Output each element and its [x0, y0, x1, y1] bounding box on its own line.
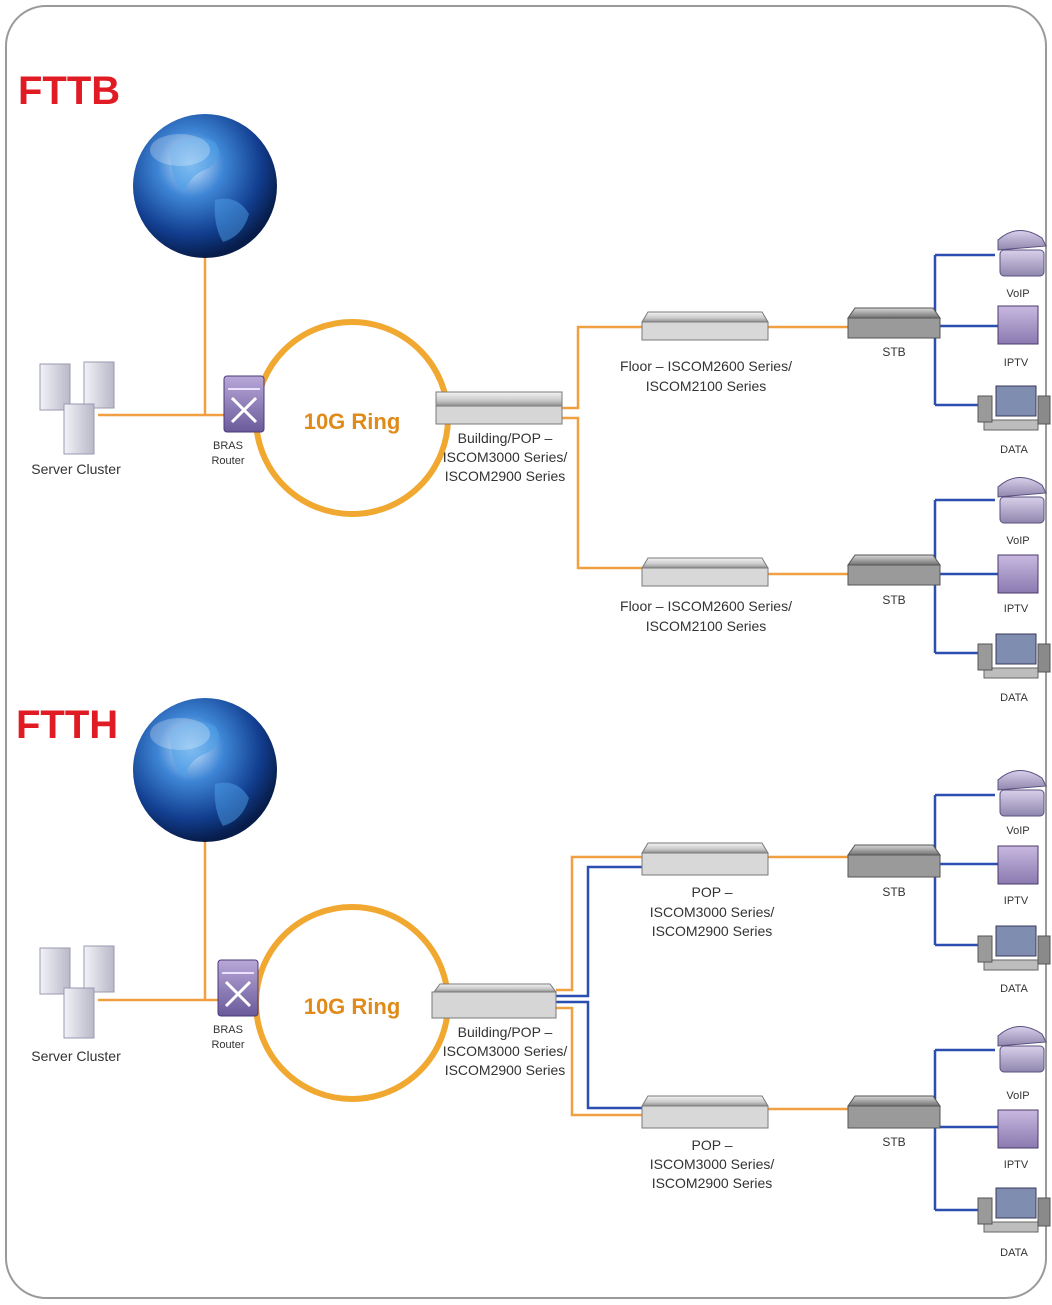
- fttb-orange-links: [98, 250, 848, 576]
- internet-globe-icon: [133, 114, 277, 258]
- ftth-bras-label: BRAS: [213, 1024, 243, 1036]
- ftth-pop-switch-top-icon: [641, 842, 769, 876]
- ftth-bottom-data-label: DATA: [1000, 1247, 1028, 1259]
- fttb-floor-top-label-2: ISCOM2100 Series: [646, 378, 767, 394]
- ftth-node-bottom-label-1: POP –: [692, 1137, 733, 1153]
- fttb-title: FTTB: [18, 69, 120, 113]
- fttb-pop-label-2: ISCOM3000 Series/: [443, 449, 568, 465]
- ftth-ring-label: 10G Ring: [304, 994, 401, 1019]
- fttb-ring-label: 10G Ring: [304, 409, 401, 434]
- ftth-bottom-voip-label: VoIP: [1006, 1090, 1029, 1102]
- ftth-top-voip-label: VoIP: [1006, 825, 1029, 837]
- ftth-node-bottom-label-2: ISCOM3000 Series/: [650, 1156, 775, 1172]
- fttb-stb-bottom-icon: [847, 554, 941, 586]
- ftth-stb-bottom-label: STB: [882, 1135, 905, 1149]
- fttb-top-iptv-label: IPTV: [1004, 357, 1029, 369]
- fttb-top-iptv-icon: [997, 305, 1039, 345]
- ftth-stb-top-label: STB: [882, 885, 905, 899]
- server-cluster-icon: [39, 945, 115, 1039]
- fttb-bottom-iptv-label: IPTV: [1004, 603, 1029, 615]
- fttb-bottom-voip-phone-icon: [997, 477, 1047, 524]
- fttb-server-label: Server Cluster: [31, 461, 121, 477]
- fttb-top-voip-label: VoIP: [1006, 288, 1029, 300]
- server-cluster-icon: [39, 361, 115, 455]
- internet-globe-icon: [133, 698, 277, 842]
- ftth-node-top-label-3: ISCOM2900 Series: [652, 923, 773, 939]
- ftth-pop-switch-bottom-icon: [641, 1095, 769, 1129]
- ftth-node-bottom-label-3: ISCOM2900 Series: [652, 1175, 773, 1191]
- ftth-top-iptv-icon: [997, 845, 1039, 885]
- fttb-bras-label: BRAS: [213, 440, 243, 452]
- ftth-top-voip-phone-icon: [997, 770, 1047, 817]
- fttb-stb-top-label: STB: [882, 345, 905, 359]
- fttb-floor-bottom-label-1: Floor – ISCOM2600 Series/: [620, 598, 792, 614]
- ftth-bottom-iptv-icon: [997, 1109, 1039, 1149]
- fttb-router-label: Router: [211, 455, 244, 467]
- fttb-bottom-voip-label: VoIP: [1006, 535, 1029, 547]
- fttb-pop-label-3: ISCOM2900 Series: [445, 468, 566, 484]
- fttb-floor-switch-bottom-icon: [641, 557, 769, 587]
- fttb-top-data-label: DATA: [1000, 444, 1028, 456]
- ftth-router-label: Router: [211, 1039, 244, 1051]
- fttb-bottom-iptv-icon: [997, 554, 1039, 594]
- ftth-bottom-voip-phone-icon: [997, 1026, 1047, 1073]
- ftth-server-label: Server Cluster: [31, 1048, 121, 1064]
- bras-router-icon: [217, 959, 259, 1017]
- ftth-title: FTTH: [16, 703, 118, 747]
- ftth-top-data-computer-icon: [977, 925, 1051, 971]
- ftth-bottom-data-computer-icon: [977, 1187, 1051, 1233]
- ftth-stb-bottom-icon: [847, 1095, 941, 1129]
- fttb-stb-bottom-label: STB: [882, 593, 905, 607]
- fttb-stb-top-icon: [847, 307, 941, 339]
- fttb-top-voip-phone-icon: [997, 230, 1047, 277]
- ftth-top-iptv-label: IPTV: [1004, 895, 1029, 907]
- ftth-building-switch-icon: [431, 983, 557, 1019]
- ftth-node-top-label-1: POP –: [692, 884, 733, 900]
- ftth-node-top-label-2: ISCOM3000 Series/: [650, 904, 775, 920]
- fttb-blue-links: [933, 253, 1000, 655]
- ftth-stb-top-icon: [847, 844, 941, 878]
- ftth-bottom-iptv-label: IPTV: [1004, 1159, 1029, 1171]
- fttb-top-data-computer-icon: [977, 385, 1051, 431]
- fttb-section: FTTB 10G Ring: [18, 69, 1051, 704]
- ftth-pop-label-1: Building/POP –: [458, 1024, 553, 1040]
- ftth-section: FTTH 10G Ring: [16, 698, 1051, 1259]
- ftth-pop-label-2: ISCOM3000 Series/: [443, 1043, 568, 1059]
- fttb-bottom-data-label: DATA: [1000, 692, 1028, 704]
- fttb-floor-bottom-label-2: ISCOM2100 Series: [646, 618, 767, 634]
- fttb-floor-switch-top-icon: [641, 311, 769, 341]
- fttb-bottom-data-computer-icon: [977, 633, 1051, 679]
- ftth-pop-label-3: ISCOM2900 Series: [445, 1062, 566, 1078]
- fttb-building-switch-icon: [435, 391, 563, 425]
- bras-router-icon: [223, 375, 265, 433]
- ftth-orange-links: [98, 840, 848, 1117]
- fttb-floor-top-label-1: Floor – ISCOM2600 Series/: [620, 358, 792, 374]
- fttb-pop-label-1: Building/POP –: [458, 430, 553, 446]
- ftth-top-data-label: DATA: [1000, 983, 1028, 995]
